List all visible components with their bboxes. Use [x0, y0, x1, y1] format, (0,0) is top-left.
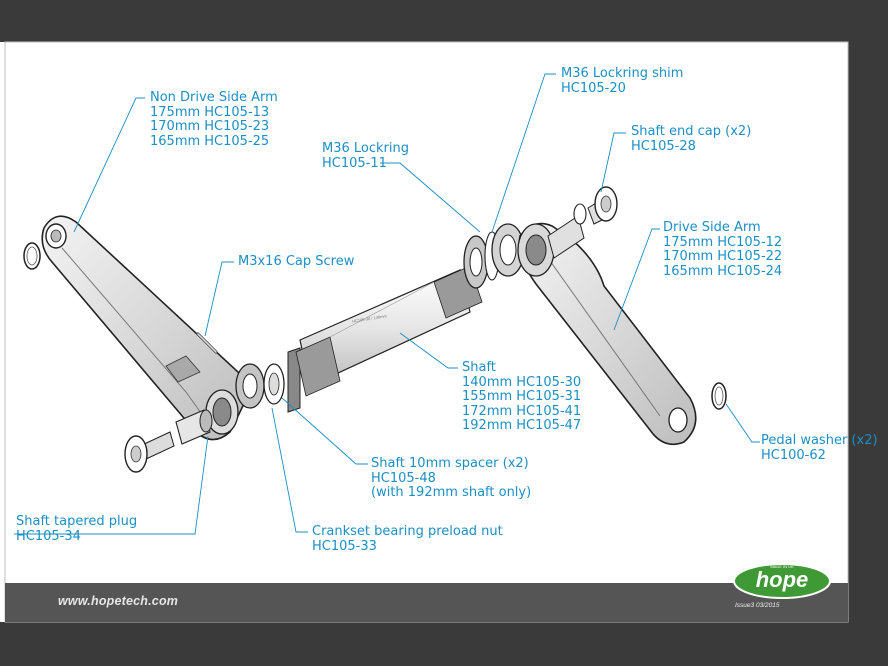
- shaft: [287, 265, 483, 413]
- label-preload-nut: Crankset bearing preload nut HC105-33: [312, 524, 503, 554]
- label-title: Drive Side Arm: [663, 220, 761, 235]
- label-title: Shaft 10mm spacer (x2): [371, 456, 529, 471]
- logo-made-in: MADE IN UK: [770, 564, 794, 569]
- label-line: 175mm HC105-13: [150, 104, 270, 120]
- label-drive-side-arm: Drive Side Arm 175mm HC105-12 170mm HC10…: [663, 220, 783, 279]
- label-line: 175mm HC105-12: [663, 234, 783, 250]
- label-line: 155mm HC105-31: [462, 389, 582, 404]
- label-line: HC105-28: [631, 138, 696, 154]
- shaft-spacer: [263, 363, 285, 405]
- label-line: HC105-11: [322, 155, 387, 171]
- right-shaft-end-cap: [547, 186, 618, 259]
- label-m36-lockring: M36 Lockring HC105-11: [322, 141, 409, 171]
- label-title: Shaft tapered plug: [16, 514, 138, 529]
- footer-issue: Issue3 03/2015: [735, 602, 780, 609]
- label-shaft-spacer: Shaft 10mm spacer (x2) HC105-48 (with 19…: [371, 456, 532, 501]
- label-m36-lockring-shim: M36 Lockring shim HC105-20: [561, 66, 684, 96]
- label-title: Crankset bearing preload nut: [312, 524, 503, 539]
- label-line: 170mm HC105-23: [150, 119, 270, 134]
- frame-bottom-bar: [0, 622, 888, 666]
- label-line: 140mm HC105-30: [462, 374, 582, 390]
- label-shaft-end-cap: Shaft end cap (x2) HC105-28: [631, 124, 752, 154]
- left-pedal-washer: [23, 242, 41, 270]
- footer-bar: [5, 583, 848, 622]
- hope-logo: [733, 563, 831, 599]
- label-pedal-washer: Pedal washer (x2) HC100-62: [761, 433, 878, 463]
- shaft-tapered-plug: [175, 409, 213, 445]
- label-line: HC105-20: [561, 80, 626, 96]
- label-line: 165mm HC105-25: [150, 133, 270, 149]
- label-title: Shaft: [462, 360, 496, 375]
- label-line: 165mm HC105-24: [663, 263, 783, 279]
- label-title: Shaft end cap (x2): [631, 124, 752, 139]
- footer-website: www.hopetech.com: [58, 594, 179, 608]
- label-title: Pedal washer (x2): [761, 433, 878, 448]
- label-line: 170mm HC105-22: [663, 249, 783, 264]
- label-line: HC105-33: [312, 538, 377, 554]
- label-line: HC105-48: [371, 470, 436, 486]
- cap-screw: [196, 332, 218, 354]
- label-shaft-tapered-plug: Shaft tapered plug HC105-34: [16, 514, 138, 544]
- label-title: M36 Lockring shim: [561, 66, 684, 81]
- leader-lines: [14, 73, 760, 535]
- label-title: M3x16 Cap Screw: [238, 254, 355, 269]
- crankset-preload-nut: [235, 363, 265, 409]
- label-line: HC105-34: [16, 528, 81, 544]
- label-line: HC100-62: [761, 447, 826, 463]
- label-title: M36 Lockring: [322, 141, 409, 156]
- frame-top-bar: [0, 0, 888, 42]
- label-line: 192mm HC105-47: [462, 418, 582, 433]
- logo-wordmark: hope: [755, 567, 809, 592]
- label-cap-screw: M3x16 Cap Screw: [238, 254, 355, 270]
- label-non-drive-side-arm: Non Drive Side Arm 175mm HC105-13 170mm …: [150, 90, 278, 149]
- label-line: 172mm HC105-41: [462, 403, 582, 419]
- label-title: Non Drive Side Arm: [150, 90, 278, 105]
- drive-bearing: [491, 223, 525, 277]
- label-line: (with 192mm shaft only): [371, 485, 532, 500]
- m36-lockring: [463, 235, 489, 289]
- frame-right-bar: [848, 0, 888, 666]
- drive-side-arm: [517, 222, 697, 446]
- non-drive-side-arm: [41, 215, 247, 441]
- label-shaft: Shaft 140mm HC105-30 155mm HC105-31 172m…: [462, 360, 582, 434]
- left-shaft-end-cap: [124, 431, 175, 473]
- right-pedal-washer: [711, 382, 727, 410]
